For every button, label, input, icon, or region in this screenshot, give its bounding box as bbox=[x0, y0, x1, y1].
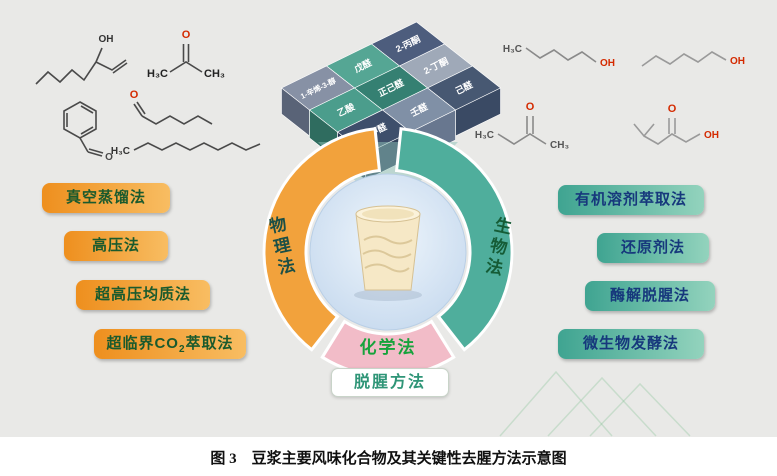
atom-label: O bbox=[130, 89, 139, 101]
molecule-pentanol: OH bbox=[641, 51, 745, 67]
method-microbial-fermentation: 微生物发酵法 bbox=[558, 329, 704, 359]
co2-subscript: 2 bbox=[178, 344, 186, 355]
atom-label: O bbox=[668, 103, 677, 115]
method-label: 还原剂法 bbox=[620, 239, 685, 256]
method-label: 超高压均质法 bbox=[94, 286, 191, 303]
method-organic-solvent-extraction: 有机溶剂萃取法 bbox=[558, 185, 704, 215]
atom-label: H₃C bbox=[503, 44, 522, 55]
category-chemical-label: 化学法 bbox=[359, 338, 417, 357]
cup-shadow bbox=[354, 289, 422, 301]
molecule-1-octen-3-ol: OH bbox=[35, 34, 128, 85]
molecule-2-pentanone: O H₃C CH₃ bbox=[475, 101, 570, 151]
atom-label: O bbox=[526, 101, 535, 113]
molecule-hydroxy-ester: O OH bbox=[633, 103, 719, 145]
arc-biological bbox=[394, 127, 514, 352]
arc-physical bbox=[262, 127, 382, 352]
atom-label: H₃C bbox=[111, 146, 130, 157]
method-label: 萃取法 bbox=[185, 335, 234, 352]
atom-label: H₃C bbox=[147, 68, 168, 80]
category-ring bbox=[262, 127, 514, 378]
method-reducing-agent: 还原剂法 bbox=[597, 233, 709, 263]
atom-label: H₃C bbox=[475, 130, 494, 141]
method-label: 真空蒸馏法 bbox=[65, 189, 146, 206]
atom-label: CH₃ bbox=[204, 68, 225, 80]
diagram-art: OH O O H₃C CH₃ O H₃C bbox=[35, 21, 745, 437]
atom-label: OH bbox=[600, 58, 615, 69]
atom-label: OH bbox=[730, 56, 745, 67]
molecule-hexanal: O bbox=[130, 89, 213, 125]
atom-label: O bbox=[105, 152, 113, 163]
figure-caption: 图 3 豆浆主要风味化合物及其关键性去腥方法示意图 bbox=[210, 451, 567, 467]
method-label: 超临界CO bbox=[106, 335, 179, 352]
atom-label: O bbox=[182, 29, 191, 41]
molecule-hexanol: H₃C OH bbox=[503, 44, 615, 69]
caption-strip: 图 3 豆浆主要风味化合物及其关键性去腥方法示意图 bbox=[0, 437, 777, 476]
molecule-acetone: O H₃C CH₃ bbox=[147, 29, 225, 80]
method-supercritical-co2-extraction: 超临界CO2萃取法 bbox=[94, 329, 246, 359]
method-high-pressure: 高压法 bbox=[64, 231, 168, 261]
atom-label: CH₃ bbox=[550, 140, 569, 151]
method-label: 高压法 bbox=[91, 237, 140, 254]
hub bbox=[309, 173, 467, 331]
molecule-benzaldehyde: O bbox=[63, 101, 113, 163]
soymilk-cup bbox=[355, 205, 421, 291]
molecule-long-chain-aldehyde: H₃C bbox=[111, 142, 261, 157]
deodorization-method-badge: 脱腥方法 bbox=[331, 368, 449, 397]
method-label: 酶解脱腥法 bbox=[609, 287, 690, 304]
watermark-lines bbox=[499, 370, 691, 437]
atom-label: OH bbox=[99, 34, 114, 45]
method-enzymatic-deodorization: 酶解脱腥法 bbox=[585, 281, 715, 311]
method-uhp-homogenization: 超高压均质法 bbox=[76, 280, 210, 310]
method-label: 微生物发酵法 bbox=[582, 335, 679, 352]
atom-label: OH bbox=[704, 130, 719, 141]
method-vacuum-distillation: 真空蒸馏法 bbox=[42, 183, 170, 213]
method-label: 有机溶剂萃取法 bbox=[574, 191, 687, 208]
